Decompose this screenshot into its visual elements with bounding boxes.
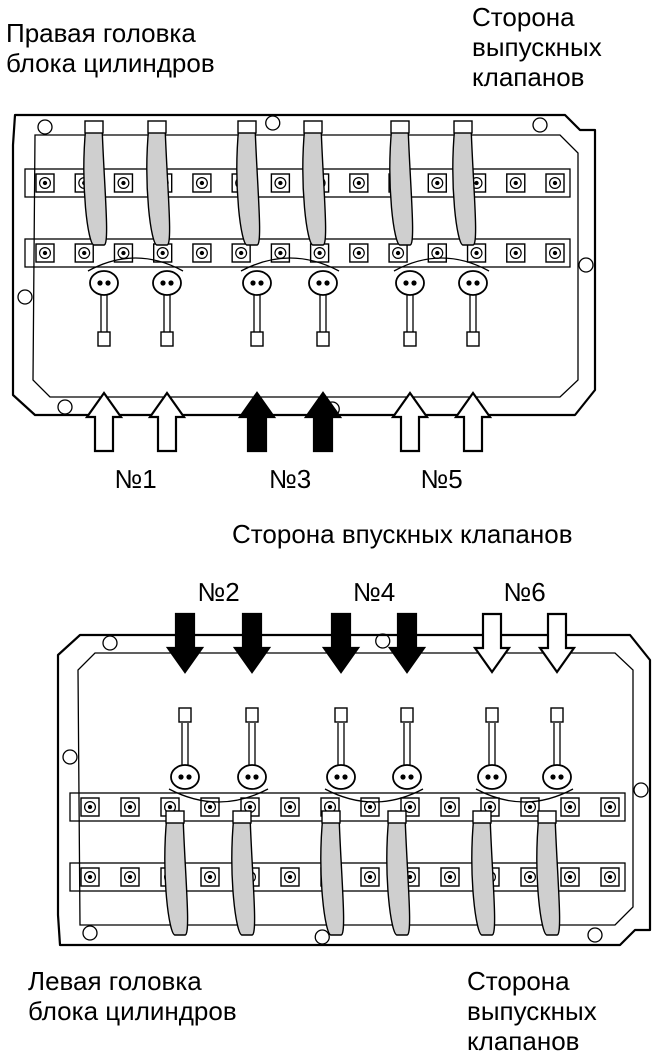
rocker-arm [320, 814, 345, 936]
filled-arrow [237, 391, 277, 453]
valve-roller [458, 270, 488, 296]
rocker-arm [386, 814, 411, 936]
casting-boss [265, 115, 281, 131]
valve-roller [395, 270, 425, 296]
casting-boss [314, 929, 330, 945]
rocker-arm [471, 814, 496, 936]
casting-boss [37, 119, 53, 135]
rocker-shaft-bridge [240, 257, 340, 272]
rocker-arm [83, 124, 108, 246]
valve-adjuster [178, 707, 192, 723]
bottom-head-title: Левая головка блока цилиндров [28, 966, 237, 1026]
cylinder-labels: №1 №3 №5 №2 №4 №6 [114, 464, 545, 607]
rocker-shaft-bridge [475, 788, 574, 803]
valve-roller [477, 764, 507, 790]
valve-adjuster [250, 331, 264, 347]
intake-side-label: Сторона впускных клапанов [232, 519, 573, 549]
top-head-title: Правая головка блока цилиндров [6, 18, 215, 78]
valve-roller [237, 764, 267, 790]
rocker-arm-arrows [84, 391, 577, 674]
valve-adjuster [550, 707, 564, 723]
bottom-exhaust-side-label: Сторона выпускных клапанов [467, 966, 597, 1056]
valve-adjuster [245, 707, 259, 723]
filled-arrow [321, 612, 361, 674]
camshaft-rail-upper [24, 168, 571, 198]
casting-boss [57, 399, 73, 415]
valve-adjuster [316, 331, 330, 347]
outline-arrow [84, 391, 124, 453]
valve-adjuster [160, 331, 174, 347]
head-inner-wall [32, 134, 579, 398]
casting-boss [633, 782, 649, 798]
camshaft-rail-lower [24, 238, 571, 268]
rocker-arm [146, 124, 171, 246]
rocker-arm [389, 124, 414, 246]
rocker-arm [164, 814, 189, 936]
casting-boss [375, 633, 391, 649]
rocker-arm [302, 124, 327, 246]
head-inner-wall [77, 652, 634, 926]
valve-roller [152, 270, 182, 296]
cylinder-number-label: №6 [503, 577, 545, 607]
casting-boss [82, 925, 98, 941]
cylinder-number-label: №1 [114, 464, 156, 494]
outline-arrow [537, 612, 577, 674]
valve-roller [326, 764, 356, 790]
rocker-shaft-bridge [168, 788, 269, 803]
valve-roller [170, 764, 200, 790]
camshaft-rail-upper [69, 862, 626, 892]
outline-arrow [147, 391, 187, 453]
valve-roller [392, 764, 422, 790]
cylinder-number-label: №5 [420, 464, 462, 494]
valve-adjuster [97, 331, 111, 347]
filled-arrow [232, 612, 272, 674]
filled-arrow [387, 612, 427, 674]
valve-adjuster [403, 331, 417, 347]
valve-roller [242, 270, 272, 296]
rocker-shaft-bridge [393, 257, 490, 272]
valve-roller [89, 270, 119, 296]
cylinder-number-label: №2 [197, 577, 239, 607]
casting-boss [578, 257, 594, 273]
valve-adjuster [400, 707, 414, 723]
rocker-arm [536, 814, 561, 936]
rocker-shaft-bridge [324, 788, 424, 803]
head-casting-outline [56, 633, 652, 947]
casting-boss [62, 749, 78, 765]
cylinder-number-label: №4 [353, 577, 395, 607]
left-cylinder-head [56, 633, 652, 947]
top-exhaust-side-label: Сторона выпускных клапанов [472, 2, 602, 92]
valve-roller [542, 764, 572, 790]
rocker-arm [236, 124, 261, 246]
cylinder-number-label: №3 [269, 464, 311, 494]
rocker-shaft-bridge [87, 257, 184, 272]
outline-arrow [453, 391, 493, 453]
casting-boss [532, 117, 548, 133]
valve-adjuster [466, 331, 480, 347]
valve-adjuster [334, 707, 348, 723]
head-casting-outline [11, 113, 597, 417]
casting-boss [102, 635, 118, 651]
casting-boss [587, 927, 603, 943]
outline-arrow [390, 391, 430, 453]
filled-arrow [165, 612, 205, 674]
right-cylinder-head [11, 113, 597, 417]
casting-boss [17, 289, 33, 305]
valve-roller [308, 270, 338, 296]
filled-arrow [303, 391, 343, 453]
rocker-arm [231, 814, 256, 936]
rocker-arm [452, 124, 477, 246]
valve-adjuster [485, 707, 499, 723]
outline-arrow [472, 612, 512, 674]
camshaft-rail-lower [69, 792, 626, 822]
